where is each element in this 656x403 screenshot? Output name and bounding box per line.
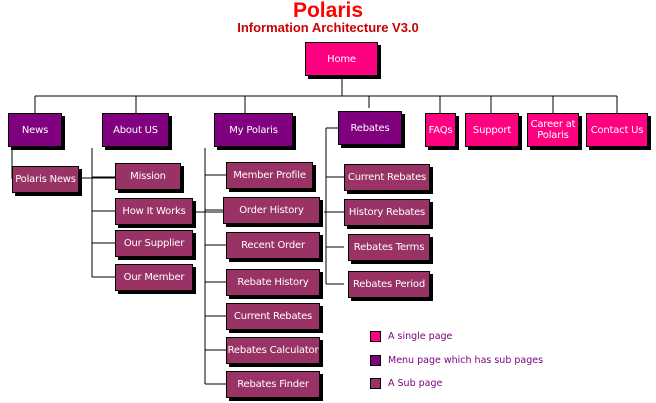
node-recent-order: Recent Order [226, 232, 320, 259]
legend-item-menu: Menu page which has sub pages [370, 355, 543, 366]
node-current-rebates-mypolaris: Current Rebates [226, 303, 320, 330]
node-current-rebates: Current Rebates [344, 164, 430, 191]
node-our-member: Our Member [115, 264, 193, 291]
legend-swatch-menu [370, 355, 381, 366]
node-order-history: Order History [223, 197, 320, 224]
legend-swatch-sub [370, 378, 381, 389]
node-history-rebates: History Rebates [344, 199, 430, 226]
legend-label-sub: A Sub page [388, 378, 443, 389]
legend-item-sub: A Sub page [370, 378, 442, 389]
legend-swatch-single [370, 331, 381, 342]
node-career: Career at Polaris [527, 113, 579, 147]
node-member-profile: Member Profile [226, 162, 313, 189]
node-faqs: FAQs [425, 113, 456, 147]
legend-label-menu: Menu page which has sub pages [388, 355, 544, 366]
node-about-us: About US [102, 113, 169, 147]
node-home: Home [305, 42, 378, 76]
node-contact-us: Contact Us [586, 113, 648, 147]
legend-item-single: A single page [370, 331, 452, 342]
diagram-subtitle: Information Architecture V3.0 [237, 20, 419, 35]
node-polaris-news: Polaris News [12, 166, 79, 193]
diagram-title: Polaris [292, 0, 364, 22]
node-rebates: Rebates [338, 111, 402, 145]
node-how-it-works: How It Works [115, 198, 193, 225]
node-rebates-terms: Rebates Terms [348, 234, 430, 261]
node-support: Support [465, 113, 519, 147]
legend-label-single: A single page [388, 331, 453, 342]
node-rebates-finder: Rebates Finder [226, 371, 320, 398]
node-news: News [8, 113, 62, 147]
node-our-supplier: Our Supplier [115, 230, 193, 257]
node-rebates-calculator: Rebates Calculator [226, 337, 320, 364]
node-rebates-period: Rebates Period [348, 271, 430, 298]
node-my-polaris: My Polaris [214, 113, 293, 147]
node-mission: Mission [115, 163, 181, 190]
node-rebate-history: Rebate History [226, 269, 320, 296]
